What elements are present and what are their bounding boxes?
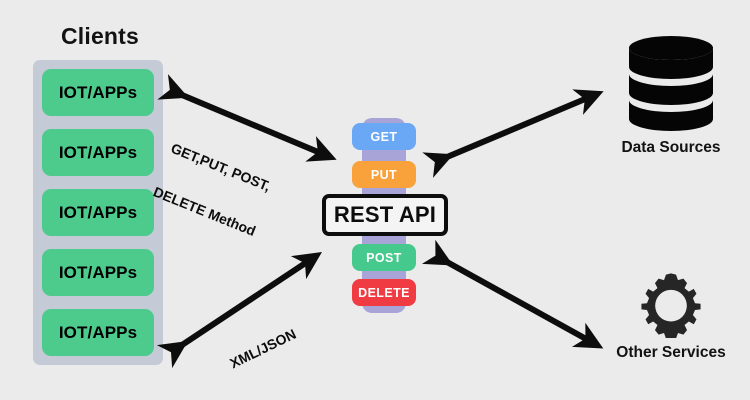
- arrow-label-methods-line2: DELETE Method: [151, 183, 258, 240]
- clients-title: Clients: [60, 23, 140, 49]
- other-services-node[interactable]: Other Services: [596, 272, 746, 362]
- other-services-label: Other Services: [616, 344, 726, 361]
- data-sources-node[interactable]: Data Sources: [596, 35, 746, 157]
- data-sources-label: Data Sources: [621, 139, 721, 156]
- arrow-label-payload-line1: XML/JSON: [227, 325, 299, 372]
- client-box[interactable]: IOT/APPs: [42, 189, 154, 236]
- rest-api-method-stack: GET PUT POST DELETE: [340, 112, 450, 317]
- method-pill-post[interactable]: POST: [352, 244, 416, 271]
- arrow-api-to-data-sources: [422, 89, 604, 178]
- database-icon: [629, 36, 713, 131]
- arrow-label-payload: XML/JSON: [214, 299, 313, 400]
- method-pill-get[interactable]: GET: [352, 123, 416, 150]
- client-box[interactable]: IOT/APPs: [42, 69, 154, 116]
- client-box[interactable]: IOT/APPs: [42, 129, 154, 176]
- gear-icon: [641, 273, 701, 338]
- method-pill-put[interactable]: PUT: [352, 161, 416, 188]
- arrow-api-to-other-services: [421, 239, 604, 349]
- method-pill-delete[interactable]: DELETE: [352, 279, 416, 306]
- arrow-label-methods-line1: GET,PUT, POST,: [168, 140, 273, 195]
- clients-container: IOT/APPs IOT/APPs IOT/APPs IOT/APPs IOT/…: [33, 60, 163, 365]
- client-box[interactable]: IOT/APPs: [42, 309, 154, 356]
- rest-api-box[interactable]: REST API: [322, 194, 448, 236]
- client-box[interactable]: IOT/APPs: [42, 249, 154, 296]
